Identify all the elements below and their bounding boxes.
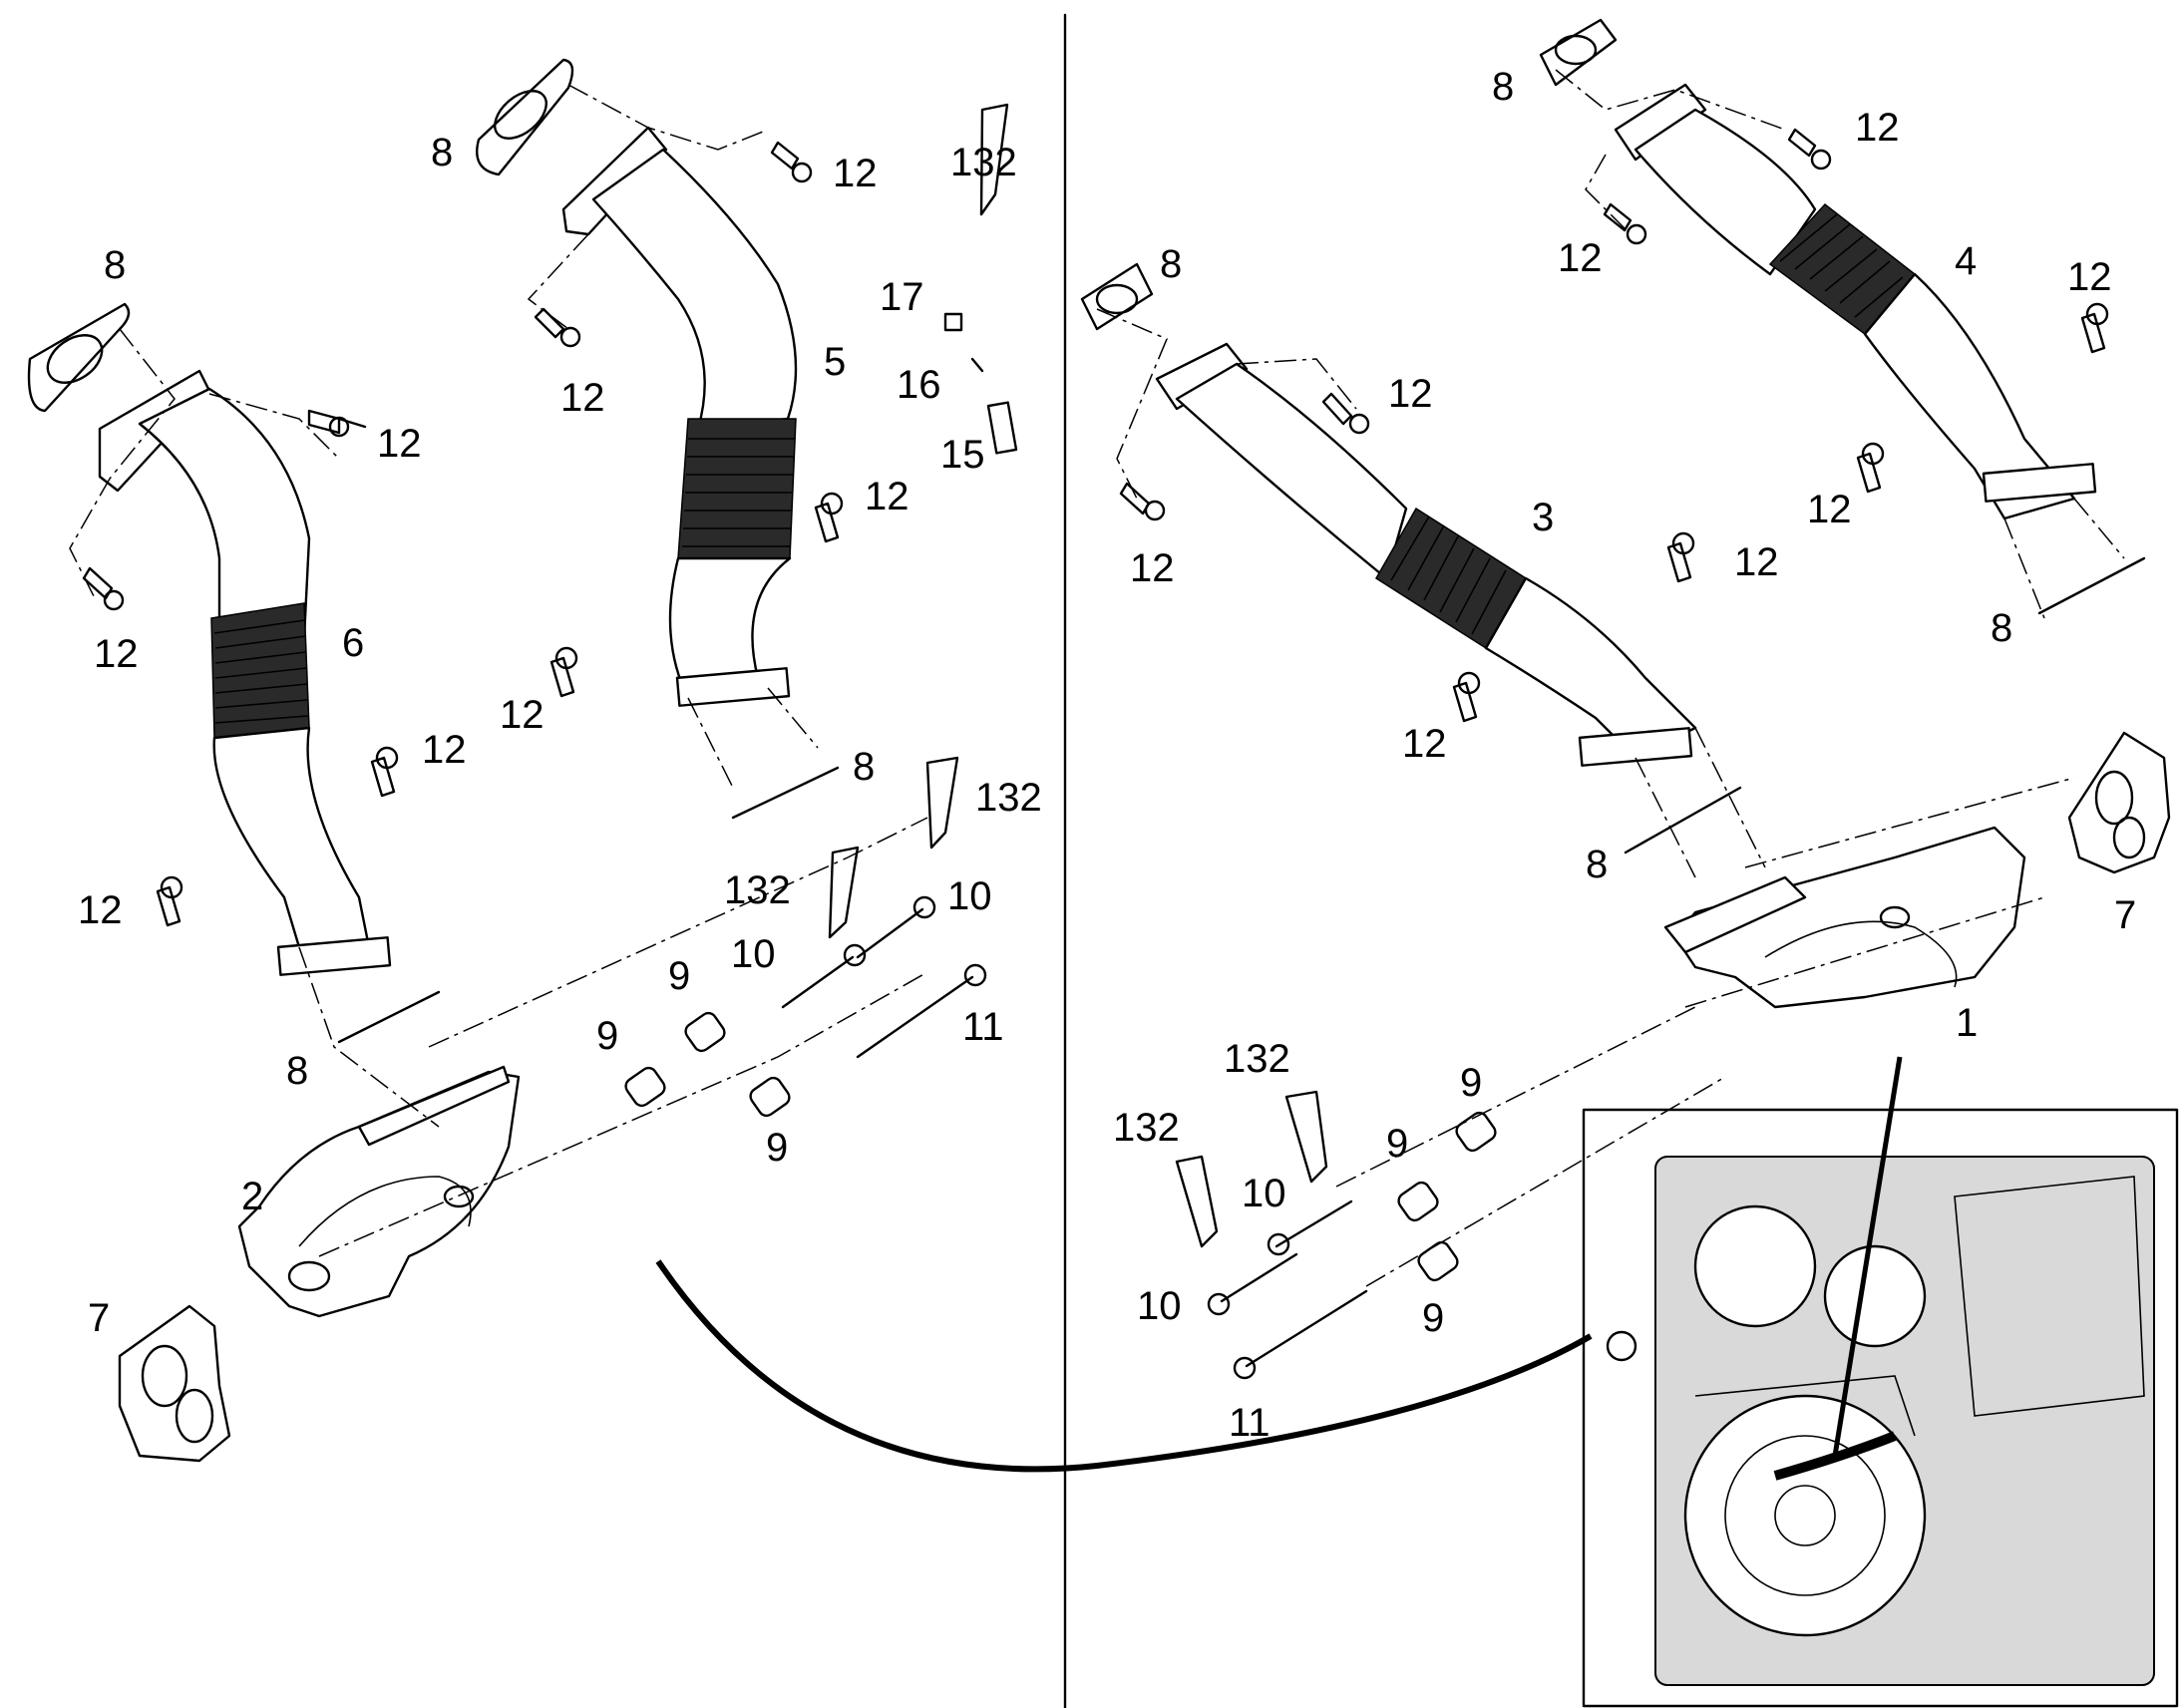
callout-10: 10 — [1137, 1284, 1182, 1328]
seal-strips-right — [1624, 556, 2146, 854]
manifold-1 — [1663, 826, 2026, 1009]
callout-8: 8 — [104, 243, 126, 287]
callout-132: 132 — [975, 776, 1042, 820]
callout-12: 12 — [1130, 546, 1175, 590]
callout-10: 10 — [1242, 1172, 1286, 1215]
bellows-6 — [210, 602, 310, 739]
bellows-5 — [677, 418, 797, 559]
callout-132: 132 — [724, 868, 791, 912]
callout-3: 3 — [1532, 496, 1554, 539]
gasket-7-right — [2067, 731, 2171, 874]
callout-12: 12 — [2067, 255, 2112, 299]
callout-8: 8 — [1991, 606, 2012, 650]
callout-10: 10 — [731, 932, 776, 976]
callout-12: 12 — [1734, 540, 1779, 584]
callout-12: 12 — [1388, 372, 1433, 416]
callout-12: 12 — [1558, 236, 1603, 280]
callout-15: 15 — [940, 433, 985, 477]
callout-9: 9 — [1386, 1122, 1408, 1166]
callout-12: 12 — [422, 728, 467, 772]
callout-132: 132 — [1113, 1106, 1180, 1150]
callout-9: 9 — [668, 954, 690, 998]
callout-7: 7 — [88, 1296, 110, 1340]
callout-12: 12 — [94, 632, 139, 676]
callout-9: 9 — [766, 1126, 788, 1170]
callout-12: 12 — [833, 152, 878, 195]
callout-9: 9 — [1422, 1296, 1444, 1340]
gasket-7-left — [118, 1304, 231, 1463]
callout-7: 7 — [2114, 893, 2136, 937]
callout-2: 2 — [241, 1175, 263, 1218]
callout-8: 8 — [853, 745, 875, 789]
seal-strips-left — [337, 766, 840, 1044]
callout-4: 4 — [1955, 239, 1977, 283]
pipe-4 — [1539, 18, 2097, 520]
callout-12: 12 — [560, 376, 605, 420]
callout-8: 8 — [1492, 65, 1514, 109]
callout-12: 12 — [1855, 106, 1900, 150]
callout-8: 8 — [1586, 843, 1608, 886]
callout-12: 12 — [1402, 722, 1447, 766]
engine-inset — [1582, 1056, 2179, 1708]
bolts-left — [82, 103, 1018, 1118]
pipe-6 — [27, 302, 392, 976]
callout-9: 9 — [596, 1014, 618, 1058]
leaders-right — [1096, 69, 2125, 1287]
callout-11: 11 — [1229, 1401, 1271, 1445]
callout-132: 132 — [950, 141, 1017, 184]
callout-12: 12 — [865, 475, 909, 518]
callout-11: 11 — [962, 1005, 1004, 1049]
callout-12: 12 — [78, 888, 123, 932]
callout-8: 8 — [431, 131, 453, 174]
engine-pointer-curve — [655, 1259, 1593, 1473]
callout-labels: 8 8 8 8 12 12 12 12 12 12 12 12 6 5 132 … — [78, 65, 2136, 1445]
callout-12: 12 — [500, 693, 545, 737]
pipe-5 — [476, 58, 798, 707]
callout-5: 5 — [824, 340, 846, 384]
callout-8: 8 — [1160, 242, 1182, 286]
callout-12: 12 — [1807, 488, 1852, 531]
callout-9: 9 — [1460, 1061, 1482, 1105]
callout-10: 10 — [947, 874, 992, 918]
callout-132: 132 — [1224, 1037, 1290, 1081]
callout-6: 6 — [342, 621, 364, 665]
callout-1: 1 — [1956, 1001, 1978, 1045]
callout-12: 12 — [377, 422, 422, 466]
callout-17: 17 — [880, 275, 924, 319]
manifold-2 — [237, 1065, 521, 1318]
bolts-right — [1119, 128, 2109, 1380]
callout-16: 16 — [897, 363, 941, 407]
callout-8: 8 — [286, 1049, 308, 1093]
pipe-3 — [1080, 262, 1697, 767]
leaders-left — [69, 84, 928, 1257]
